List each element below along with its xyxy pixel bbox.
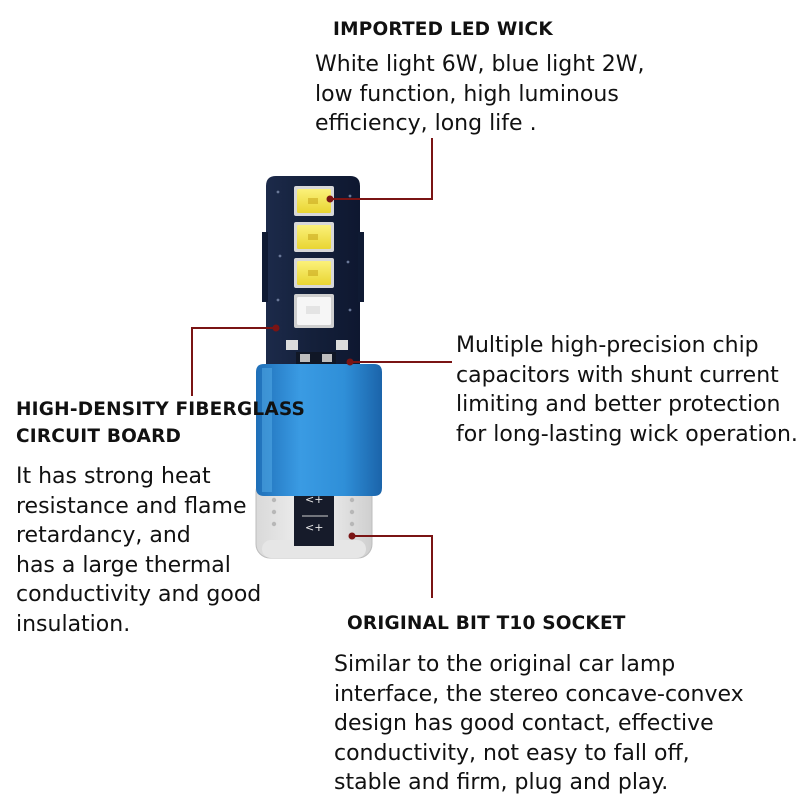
contact-mark: <+ <box>305 521 323 534</box>
board-description: It has strong heat resistance and flame … <box>16 462 261 640</box>
board-heading: HIGH-DENSITY FIBERGLASS CIRCUIT BOARD <box>16 396 305 450</box>
board-line: conductivity and good <box>16 582 262 608</box>
capacitors-line: Multiple high-precision chip <box>456 333 759 358</box>
socket-description: Similar to the original car lamp interfa… <box>334 650 744 798</box>
socket-line: Similar to the original car lamp <box>334 652 676 677</box>
wick-line: White light 6W, blue light 2W, <box>315 52 645 77</box>
wick-heading-text: IMPORTED LED WICK <box>333 19 553 40</box>
socket-line: stable and firm, plug and play. <box>334 770 669 796</box>
leader-dot-board <box>272 324 280 332</box>
leader-dot-wick <box>326 195 334 203</box>
board-line: has a large thermal <box>16 552 231 578</box>
led-chip-yellow-1 <box>294 186 334 216</box>
capacitors-line: capacitors with shunt current <box>456 362 779 388</box>
leader-line-wick <box>330 138 433 200</box>
chip-capacitors <box>286 340 348 364</box>
wick-description: White light 6W, blue light 2W, low funct… <box>315 50 645 139</box>
leader-dot-capacitors <box>346 358 354 366</box>
board-heading-line: HIGH-DENSITY FIBERGLASS <box>16 399 306 420</box>
board-heading-line: CIRCUIT BOARD <box>16 426 182 447</box>
led-chip-yellow-3 <box>294 258 334 288</box>
socket-heading: ORIGINAL BIT T10 SOCKET <box>347 611 626 637</box>
contact-mark: <+ <box>305 493 323 506</box>
capacitors-line: for long-lasting wick operation. <box>456 421 798 447</box>
led-chip-yellow-2 <box>294 222 334 252</box>
capacitors-line: limiting and better protection <box>456 392 781 418</box>
wick-heading: IMPORTED LED WICK <box>333 17 553 43</box>
leader-line-board <box>191 327 276 396</box>
socket-base: <+ <+ <box>255 477 373 559</box>
leader-lines <box>191 138 452 598</box>
board-line: retardancy, and <box>16 523 191 549</box>
wick-line: efficiency, long life . <box>315 111 537 137</box>
socket-line: interface, the stereo concave-convex <box>334 681 744 707</box>
socket-line: conductivity, not easy to fall off, <box>334 740 690 766</box>
leader-dot-socket <box>348 532 356 540</box>
socket-line: design has good contact, effective <box>334 711 714 737</box>
wick-line: low function, high luminous <box>315 81 619 107</box>
leader-line-socket <box>352 535 433 598</box>
socket-heading-text: ORIGINAL BIT T10 SOCKET <box>347 613 626 634</box>
board-line: resistance and flame <box>16 493 247 519</box>
board-line: It has strong heat <box>16 464 211 489</box>
capacitors-description: Multiple high-precision chip capacitors … <box>456 331 798 449</box>
led-chip-white <box>294 294 334 328</box>
board-line: insulation. <box>16 611 131 637</box>
blue-sleeve <box>256 364 382 496</box>
circuit-board <box>262 176 364 368</box>
